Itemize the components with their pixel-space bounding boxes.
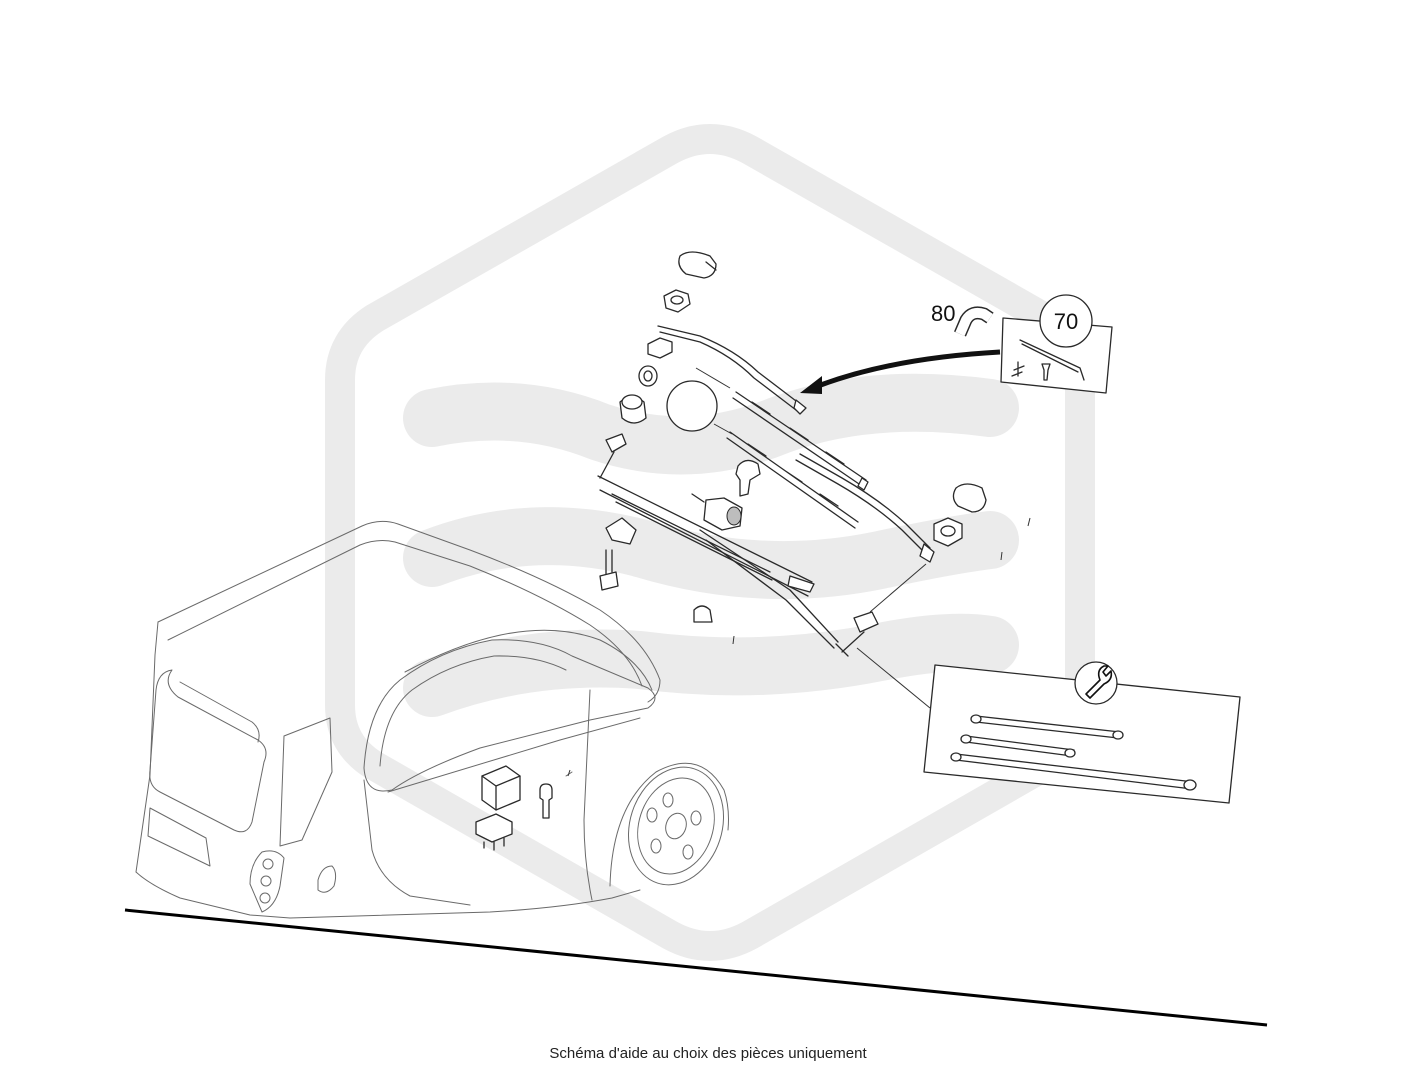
relay-pins	[483, 837, 505, 851]
linkage-crank	[787, 575, 815, 593]
wiper-blade-2	[726, 431, 859, 529]
motor-bolt	[735, 459, 761, 497]
wiper-blade-1-end	[857, 477, 869, 491]
car-rear-window	[149, 669, 267, 833]
car-c-pillar	[279, 717, 333, 847]
car-rear-light	[249, 850, 285, 913]
watermark-band-1	[403, 373, 1019, 475]
watermark-hexagon	[325, 124, 1095, 961]
linkage-rod-2	[960, 734, 1076, 758]
part-70-callout-circle	[1039, 294, 1093, 348]
body-grommet	[693, 605, 713, 623]
left-pivot-shaft	[599, 451, 615, 479]
car-rim-hole-5	[646, 807, 658, 823]
detail-callout-lines	[695, 367, 733, 435]
arrow-head	[800, 376, 822, 394]
linkage-detail-leader	[856, 647, 931, 709]
left-washer-2-hole	[643, 370, 653, 382]
reference-marks	[567, 517, 1031, 777]
car-roof-line	[157, 520, 661, 703]
right-wiper-arm	[795, 453, 931, 555]
part-70-clip	[1011, 361, 1025, 377]
part-70-rod	[1019, 339, 1085, 381]
car-side-window-inner	[379, 655, 567, 767]
car-outline	[135, 520, 729, 919]
linkage-bolt	[599, 571, 619, 591]
car-lower-body	[363, 779, 471, 906]
part-70-screw	[1041, 363, 1051, 381]
detail-callout-circle	[666, 380, 718, 432]
car-rim	[637, 777, 715, 875]
linkage-lower-bar	[699, 529, 839, 649]
watermark-band-3	[403, 613, 1019, 717]
left-pivot-cap-edge	[705, 261, 717, 271]
right-pivot-shaft	[835, 631, 865, 657]
part-70-kit: 70	[1000, 294, 1113, 394]
part-70-label: 70	[1054, 309, 1078, 334]
part-80-label: 80	[931, 301, 955, 326]
right-pivot-leader	[869, 563, 927, 613]
car-bumper	[135, 871, 291, 919]
car-rear-window-inner	[179, 681, 260, 743]
linkage-bolt-shank	[605, 549, 613, 575]
watermark-logo	[325, 124, 1095, 961]
left-pivot-nut-hole	[670, 295, 684, 305]
part-70-arrow	[800, 349, 1001, 394]
wrench-icon	[1085, 665, 1113, 699]
left-pivot	[605, 433, 627, 453]
relay-screw	[539, 783, 553, 819]
right-pivot	[853, 611, 879, 633]
car-license-plate-recess	[147, 807, 211, 867]
relay-box	[481, 765, 521, 811]
right-pivot-cap	[952, 483, 987, 513]
car-rim-hole-1	[662, 792, 674, 808]
left-wiper-arm-tip	[793, 399, 807, 415]
left-wiper-arm	[657, 325, 801, 411]
relay-base	[475, 813, 513, 843]
car-rim-hole-2	[690, 810, 702, 826]
car-body-crease	[387, 717, 641, 793]
watermark-band-2	[403, 507, 1019, 600]
ground-line	[124, 908, 1268, 1027]
linkage-rod-3	[950, 752, 1197, 791]
linkage-detail	[856, 647, 1241, 804]
relay-assembly	[475, 765, 553, 851]
car-door-line	[583, 689, 593, 901]
diagram-caption: Schéma d'aide au choix des pièces unique…	[549, 1045, 867, 1062]
linkage-rod-1	[970, 714, 1124, 740]
car-rim-hole-4	[650, 838, 662, 854]
car-rim-hole-3	[682, 844, 694, 860]
car-rear-light-lamp-2	[260, 875, 272, 887]
car-tire	[627, 766, 725, 886]
car-wheel	[627, 766, 725, 886]
right-pivot-nut-hole	[940, 525, 956, 537]
part-80-group: 80	[931, 301, 994, 337]
linkage-bracket	[605, 517, 637, 545]
car-windshield-edge	[404, 629, 653, 691]
car-roof-inner-line	[167, 540, 643, 687]
car-sill	[289, 889, 641, 919]
car-wheel-arch	[609, 762, 729, 887]
car-side-window	[363, 639, 656, 792]
relay-box-edges	[481, 775, 521, 811]
wiper-blade-1	[732, 391, 867, 487]
car-rear-light-lamp-1	[262, 858, 274, 870]
left-washer-1	[647, 337, 673, 359]
wiper-motor-screw	[691, 493, 705, 503]
arrow-shaft	[817, 349, 1001, 389]
wiper-system	[567, 251, 1031, 777]
car-hub	[665, 812, 687, 840]
car-rear-hatch	[135, 621, 159, 873]
wiper-motor-end	[726, 506, 742, 526]
car-fuel-cap	[317, 865, 337, 893]
left-pivot-cap	[678, 251, 717, 279]
car-rear-light-lamp-3	[259, 892, 271, 904]
right-wiper-arm-tip	[919, 543, 935, 563]
left-grommet-top	[621, 394, 643, 410]
part-80-hose	[955, 307, 993, 336]
